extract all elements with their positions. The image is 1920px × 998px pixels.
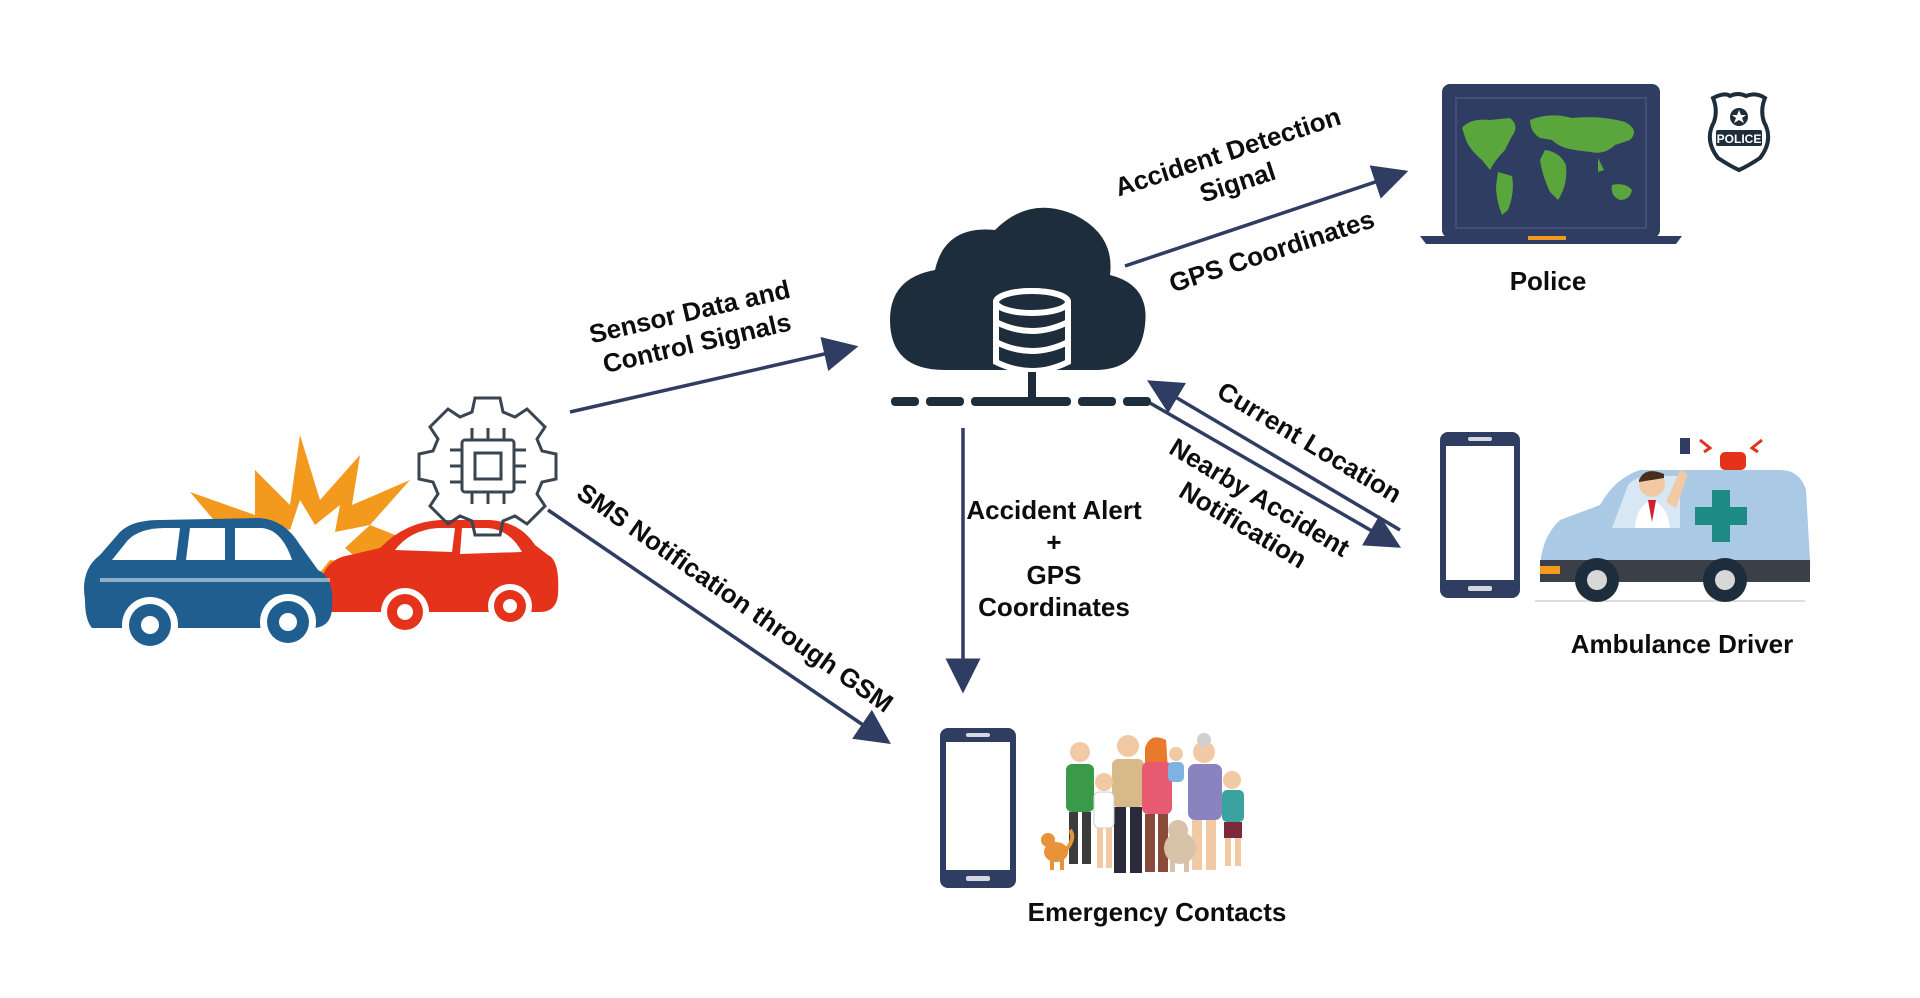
edge-label-line: GPS [1027, 560, 1082, 590]
arrow-cloud-to-police [1124, 165, 1409, 268]
crash-cars-icon [84, 435, 559, 653]
police-badge-label: POLICE [1717, 132, 1762, 146]
edge-label-line: Accident Alert [966, 495, 1142, 525]
arrow-cloud-to-ambulance [1149, 401, 1402, 548]
arrow-sensor-to-cloud [569, 336, 859, 414]
arrow-ambulance-to-cloud [1146, 380, 1401, 532]
node-label-ambulance-driver: Ambulance Driver [1571, 629, 1794, 659]
arrows [547, 165, 1409, 744]
edge-label-accident-detection: Accident Detection Signal [1111, 101, 1344, 208]
edge-label-accident-alert: Accident Alert + GPS Coordinates [966, 495, 1142, 622]
ambulance-icon [1535, 438, 1811, 602]
family-group-icon [1041, 733, 1244, 873]
police-badge-icon: POLICE [1707, 92, 1771, 173]
smartphone-icon [1440, 432, 1520, 598]
edge-label-sms-notification: SMS Notification through GSM [572, 477, 899, 719]
edge-label-line: Coordinates [978, 592, 1130, 622]
laptop-world-map-icon [1420, 84, 1682, 244]
smartphone-icon [940, 728, 1016, 888]
edge-label-line: SMS Notification through GSM [572, 477, 899, 719]
cloud-database-icon [890, 207, 1151, 406]
chip-gear-icon [417, 396, 558, 537]
edge-label-line: + [1046, 527, 1061, 557]
edge-label-sensor-data: Sensor Data and Control Signals [586, 274, 794, 379]
arrow-chip-to-contacts [547, 508, 891, 744]
node-label-police: Police [1510, 266, 1587, 296]
node-label-emergency-contacts: Emergency Contacts [1028, 897, 1287, 927]
